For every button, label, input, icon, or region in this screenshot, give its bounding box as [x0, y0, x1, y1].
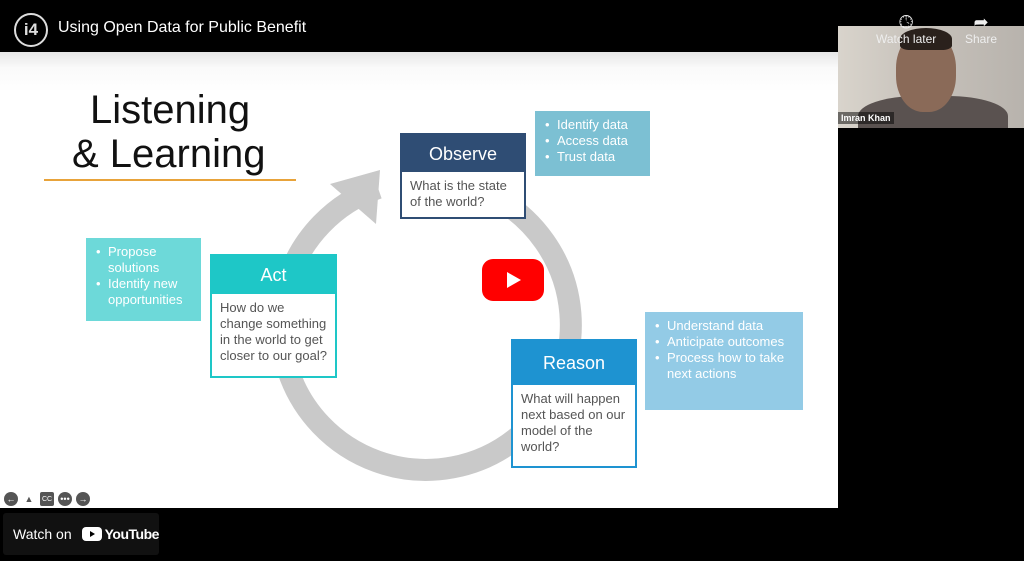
act-bullets: Propose solutions Identify new opportuni… [86, 238, 201, 321]
prev-slide-icon[interactable]: ← [4, 492, 18, 506]
clock-icon: 🕓︎ [899, 12, 914, 32]
bullet: Identify new opportunities [96, 276, 191, 308]
bullet: Process how to take next actions [655, 350, 793, 382]
slide: Listening & Learning Identify data Acces… [0, 52, 838, 508]
next-slide-icon[interactable]: → [76, 492, 90, 506]
share-icon: ➦ [973, 12, 989, 32]
title-underline [44, 179, 296, 181]
channel-logo[interactable]: i4 [14, 13, 48, 47]
reason-body: What will happen next based on our model… [521, 391, 626, 454]
captions-icon[interactable]: CC [40, 492, 54, 506]
bullet: Propose solutions [96, 244, 191, 276]
watch-later-label: Watch later [876, 32, 937, 46]
webcam-name: Imran Khan [838, 112, 894, 124]
act-body: How do we change something in the world … [220, 300, 327, 363]
video-title[interactable]: Using Open Data for Public Benefit [58, 19, 307, 36]
share-button[interactable]: ➦ Share [965, 12, 997, 46]
observe-header: Observe [402, 135, 524, 172]
act-header: Act [212, 256, 335, 294]
observe-body: What is the state of the world? [410, 178, 507, 209]
youtube-logo: YouTube [81, 526, 160, 542]
bullet: Identify data [545, 117, 640, 133]
slide-title: Listening & Learning [72, 88, 265, 176]
watch-on-youtube-button[interactable]: Watch on YouTube [3, 513, 159, 555]
title-line-1: Listening [90, 88, 251, 132]
observe-bullets: Identify data Access data Trust data [535, 111, 650, 176]
watch-on-label: Watch on [13, 526, 72, 542]
reason-bullets: Understand data Anticipate outcomes Proc… [645, 312, 803, 410]
slide-controls: ← ▲ CC ••• → [4, 492, 90, 506]
reason-card: Reason What will happen next based on ou… [511, 339, 637, 468]
youtube-brand: YouTube [104, 526, 160, 542]
reason-header: Reason [513, 341, 635, 385]
bullet: Anticipate outcomes [655, 334, 793, 350]
pointer-icon[interactable]: ▲ [24, 494, 34, 504]
person-hair [900, 28, 952, 50]
more-icon[interactable]: ••• [58, 492, 72, 506]
bullet: Understand data [655, 318, 793, 334]
watch-later-button[interactable]: 🕓︎ Watch later [876, 12, 936, 46]
webcam-video: Imran Khan [838, 26, 1024, 128]
bullet: Trust data [545, 149, 640, 165]
observe-card: Observe What is the state of the world? [400, 133, 526, 219]
act-card: Act How do we change something in the wo… [210, 254, 337, 378]
play-button[interactable] [482, 259, 544, 301]
bullet: Access data [545, 133, 640, 149]
youtube-play-icon [81, 527, 102, 541]
title-line-2: & Learning [72, 132, 266, 176]
share-label: Share [965, 32, 998, 46]
